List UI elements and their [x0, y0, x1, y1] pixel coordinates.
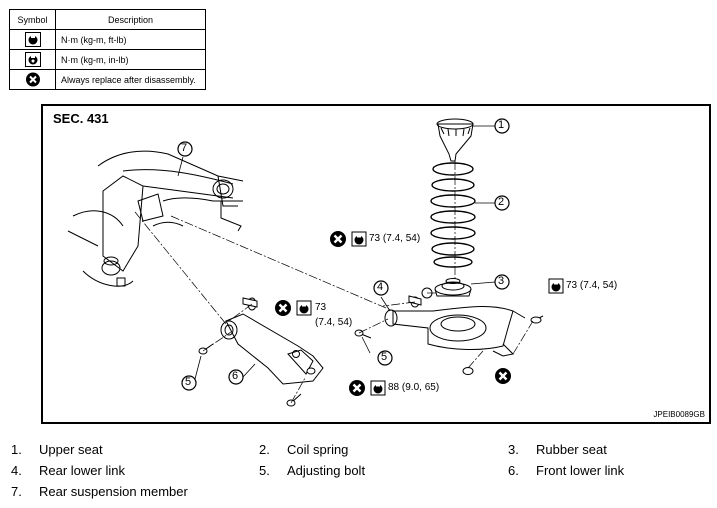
callout-number: 4 [377, 281, 384, 293]
part-number: 6. [508, 463, 519, 478]
legend-header-row: Symbol Description [9, 9, 206, 30]
torque-wrench-icon [296, 300, 312, 316]
part-number: 1. [11, 442, 22, 457]
legend-description: N·m (kg-m, in-lb) [55, 49, 206, 70]
torque-value: 73 [315, 302, 327, 313]
part-name: Coil spring [287, 442, 349, 457]
callout-leaders [177, 125, 496, 380]
legend-header-symbol: Symbol [9, 9, 56, 30]
assembly-lines [134, 161, 534, 404]
torque-value: (7.4, 54) [315, 317, 353, 328]
legend-description: Always replace after disassembly. [55, 69, 206, 90]
part-number: 3. [508, 442, 519, 457]
legend-description: N·m (kg-m, ft-lb) [55, 29, 206, 50]
torque-wrench-icon [548, 278, 564, 294]
part-name: Front lower link [536, 463, 625, 478]
fasteners [198, 287, 544, 407]
torque-wrench-icon [370, 380, 386, 396]
part-name: Rear suspension member [39, 484, 188, 499]
part-name: Upper seat [39, 442, 103, 457]
section-title: SEC. 431 [53, 111, 109, 126]
callout-circles [177, 118, 510, 391]
upper-seat [436, 118, 474, 162]
torque-wrench-inlb-icon [24, 52, 41, 67]
part-number: 2. [259, 442, 270, 457]
part-name: Adjusting bolt [287, 463, 366, 478]
callout-number: 3 [498, 275, 505, 287]
front-lower-link [220, 313, 324, 385]
legend-row: N·m (kg-m, in-lb) [9, 49, 206, 70]
always-replace-icon [273, 298, 293, 318]
always-replace-icon [347, 378, 367, 398]
legend-row: Always replace after disassembly. [9, 69, 206, 90]
always-replace-icon [328, 229, 348, 249]
coil-spring [430, 162, 476, 268]
legend-row: N·m (kg-m, ft-lb) [9, 29, 206, 50]
callout-number: 2 [498, 196, 505, 208]
callout-number: 7 [181, 142, 188, 154]
rubber-seat [434, 278, 472, 297]
diagram-drawing [67, 118, 564, 407]
part-number: 5. [259, 463, 270, 478]
rear-suspension-member [67, 150, 244, 287]
part-name: Rubber seat [536, 442, 607, 457]
legend-header-description: Description [55, 9, 206, 30]
callout-number: 5 [185, 376, 192, 388]
symbol-legend-table: Symbol Description N·m (kg-m, ft-lb) N·m… [9, 9, 206, 90]
torque-wrench-icon [351, 231, 367, 247]
suspension-diagram: SEC. 431 1 2 3 4 5 5 6 7 73 (7.4, 54) 73… [41, 104, 711, 424]
callout-number: 6 [232, 370, 239, 382]
callout-number: 1 [498, 119, 505, 131]
torque-value: 73 (7.4, 54) [369, 233, 421, 244]
part-name: Rear lower link [39, 463, 125, 478]
always-replace-icon [493, 366, 513, 386]
torque-value: 88 (9.0, 65) [388, 382, 440, 393]
part-number: 4. [11, 463, 22, 478]
torque-wrench-icon [24, 32, 41, 47]
callout-number: 5 [381, 351, 388, 363]
rear-lower-link [384, 306, 526, 357]
torque-value: 73 (7.4, 54) [566, 280, 618, 291]
always-replace-icon [25, 72, 40, 87]
part-number: 7. [11, 484, 22, 499]
figure-code: JPEIB0089GB [653, 410, 705, 419]
